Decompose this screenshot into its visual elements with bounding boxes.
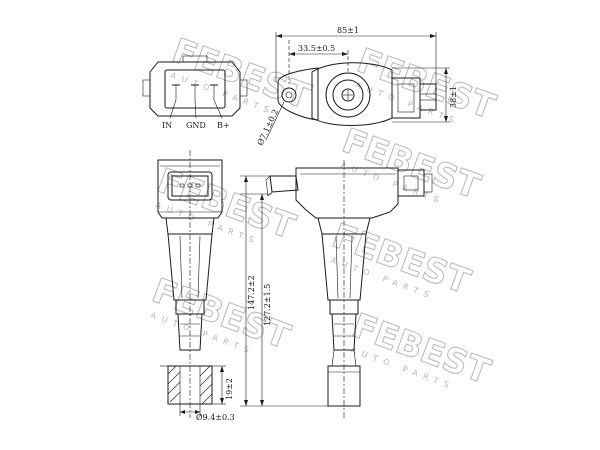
- front-view-dimensions: 19±2 Ø9.4±0.3: [179, 365, 235, 422]
- dim-overall-width: 85±1: [337, 26, 359, 35]
- pin-label-gnd: GND: [186, 121, 206, 130]
- side-view-dimensions: 147.2±2 127.2±1.5: [240, 175, 328, 407]
- watermarks: FEBEST AUTO PARTS FEBEST AUTO PARTS FEBE…: [146, 30, 501, 393]
- top-view: [277, 40, 437, 126]
- dim-overall-length: 147.2±2: [247, 275, 256, 310]
- pin-label-bplus: B+: [217, 121, 230, 130]
- pin-label-in: IN: [162, 121, 172, 130]
- dim-tip-length: 19±2: [225, 378, 234, 400]
- dim-tip-dia: Ø9.4±0.3: [196, 413, 235, 422]
- side-view: [265, 160, 433, 418]
- connector-front-view: IN GND B+: [142, 55, 248, 130]
- dim-body-length: 127.2±1.5: [263, 284, 272, 326]
- front-view: [157, 150, 223, 418]
- dim-bolt-offset: 33.5±0.5: [298, 44, 335, 53]
- dim-side-height: 38±1: [449, 86, 458, 108]
